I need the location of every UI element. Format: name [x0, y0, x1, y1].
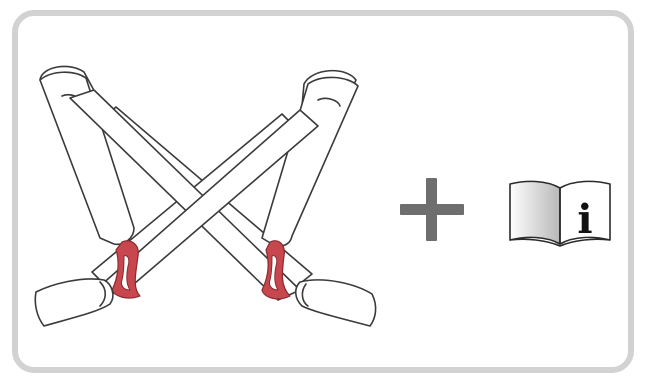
plus-icon	[400, 178, 464, 241]
crossed-straps-harness-icon	[35, 66, 375, 326]
left-strap-end	[35, 279, 113, 326]
instruction-manual-info-icon	[510, 181, 610, 246]
manual-left-page	[510, 181, 560, 244]
right-strap-end	[296, 280, 376, 326]
manual-info-glyph: i	[577, 196, 592, 243]
plus-vertical-bar	[426, 178, 437, 241]
